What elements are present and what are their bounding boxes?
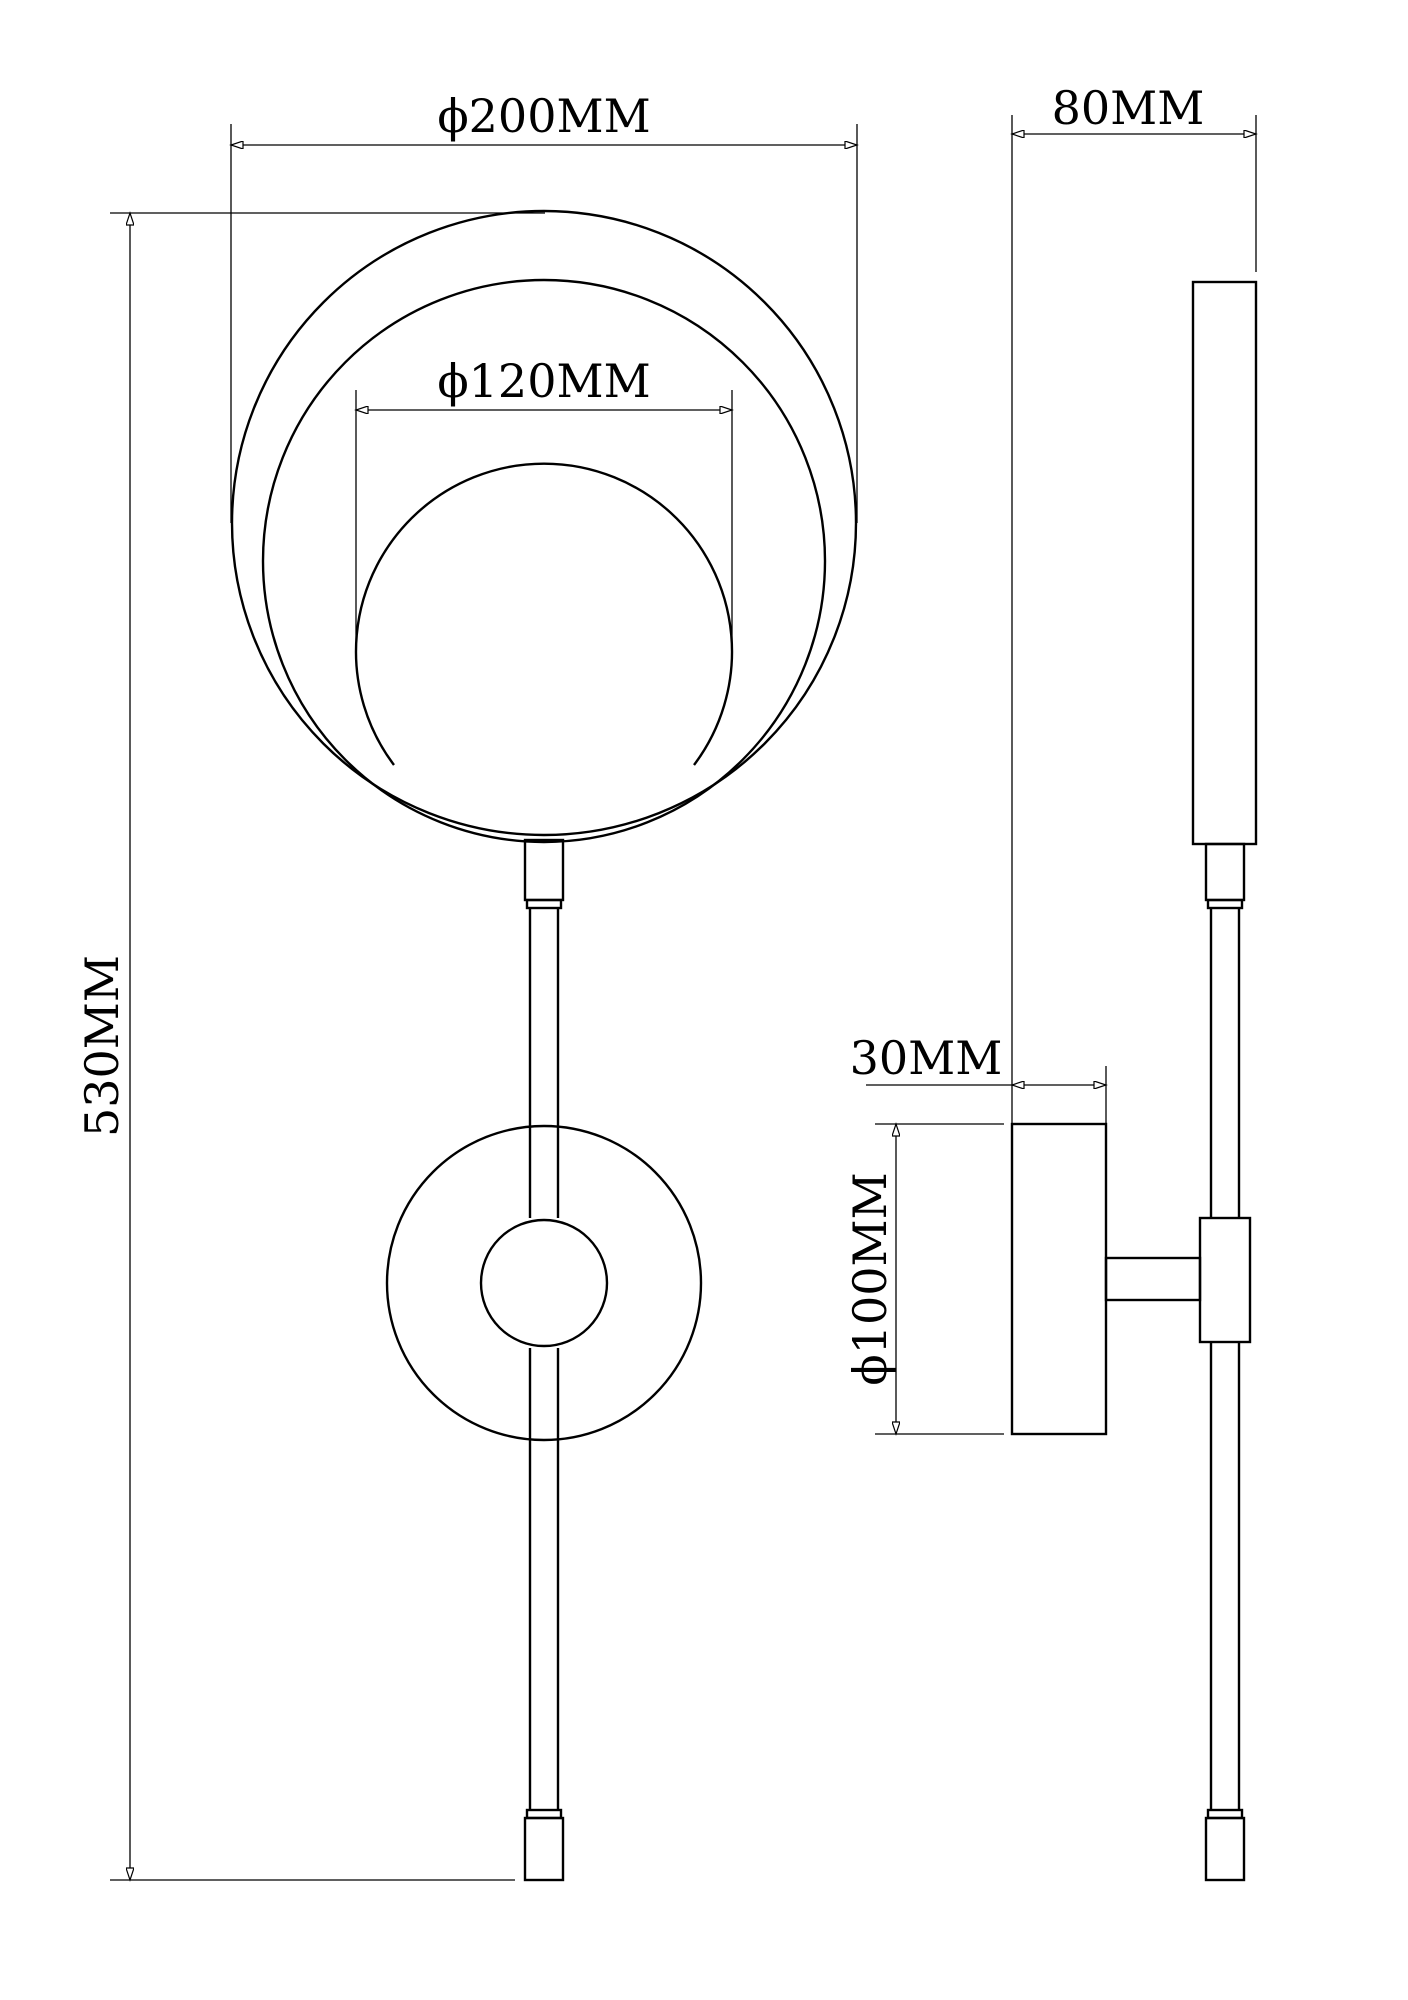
side-lower-end-cap xyxy=(1204,1816,1246,1882)
dim-530-label: 530MM xyxy=(75,955,129,1137)
side-view: 80MM 30MM ϕ100MM xyxy=(843,81,1258,1882)
side-upper-collar xyxy=(1206,898,1244,910)
dim-100-label: ϕ100MM xyxy=(843,1172,897,1385)
wall-plate xyxy=(385,1124,703,1442)
side-wall-base xyxy=(1010,1122,1108,1436)
dim-30-label: 30MM xyxy=(850,1031,1003,1085)
dim-80-label: 80MM xyxy=(1052,81,1205,135)
wall-plate-hub xyxy=(479,1218,609,1348)
outer-ring xyxy=(230,209,858,837)
side-hub-block xyxy=(1198,1216,1252,1344)
shade-profile xyxy=(1191,280,1258,846)
inner-ring xyxy=(261,278,827,844)
lower-end-cap xyxy=(523,1816,565,1882)
upper-connector xyxy=(523,838,565,902)
globe-shade xyxy=(354,462,734,766)
upper-collar xyxy=(525,898,563,910)
side-arm xyxy=(1104,1256,1202,1302)
dim-120-label: ϕ120MM xyxy=(437,354,650,408)
front-view: ϕ200MM ϕ120MM 530MM xyxy=(75,89,857,1880)
dim-200-label: ϕ200MM xyxy=(437,89,650,143)
side-upper-connector xyxy=(1204,842,1246,902)
